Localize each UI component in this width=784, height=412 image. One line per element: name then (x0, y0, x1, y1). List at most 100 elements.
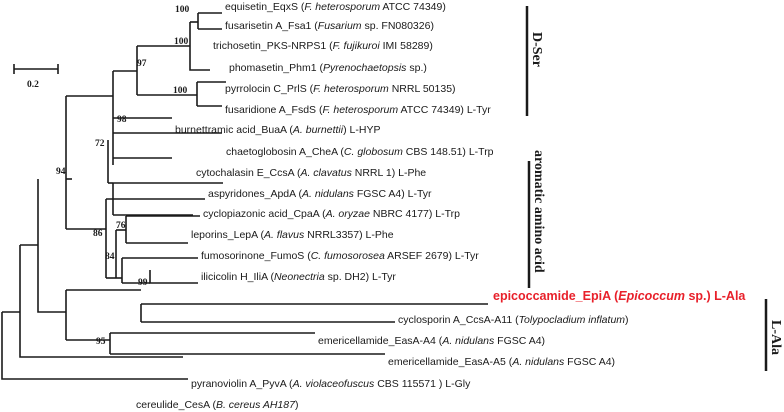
taxon-fusaridione-part-0: fusaridione A_FsdS ( (225, 104, 323, 116)
taxon-chaetoglobosin-part-0: chaetoglobosin A_CheA ( (226, 146, 344, 158)
bootstrap-b-chaeto-cyto: 72 (95, 139, 105, 149)
bootstrap-b-fumo-ilici: 99 (138, 278, 148, 288)
branch-ingroup-split (37, 179, 66, 313)
taxon-aspyridones-part-2: FGSC A4) L-Tyr (354, 188, 432, 200)
taxon-burnettramic-part-2: ) L-HYP (343, 124, 380, 136)
taxon-emericellamide-a5-part-2: FGSC A4) (564, 356, 615, 368)
taxon-label-trichosetin: trichosetin_PKS-NRPS1 (F. fujikuroi IMI … (213, 40, 433, 52)
taxon-cyclopiazonic-part-1: A. oryzae (325, 208, 371, 220)
taxon-cytochalasin-part-1: A. clavatus (299, 167, 352, 179)
bootstrap-b-with-fusaridione: 98 (117, 115, 127, 125)
taxon-label-fusaridione: fusaridione A_FsdS (F. heterosporum ATCC… (225, 104, 491, 116)
taxon-cyclopiazonic-part-2: NBRC 4177) L-Trp (370, 208, 460, 220)
taxon-cyclosporin-part-0: cyclosporin A_CcsA-A11 ( (398, 314, 519, 326)
taxon-cytochalasin-part-2: NRRL 1) L-Phe (352, 167, 426, 179)
taxon-pyranoviolin-part-0: pyranoviolin A_PyvA ( (191, 378, 293, 390)
taxon-burnettramic-part-1: A. burnettii (292, 124, 344, 136)
taxon-cereulide-part-2: ) (295, 399, 299, 411)
taxon-label-cyclopiazonic: cyclopiazonic acid_CpaA (A. oryzae NBRC … (203, 208, 460, 220)
taxon-leporins-part-0: leporins_LepA ( (191, 229, 264, 241)
branch-ilicicolin (149, 270, 198, 284)
taxon-trichosetin-part-0: trichosetin_PKS-NRPS1 ( (213, 40, 333, 52)
taxon-ilicicolin-part-2: sp. DH2) L-Tyr (325, 271, 397, 283)
branch-root (1, 312, 188, 380)
taxon-emericellamide-a4-part-1: A. nidulans (441, 335, 495, 347)
bootstrap-b-equisetin-fusarisetin: 100 (175, 5, 190, 15)
taxon-pyrrolocin-part-1: F. heterosporum (313, 83, 389, 95)
taxon-label-aspyridones: aspyridones_ApdA (A. nidulans FGSC A4) L… (208, 188, 432, 200)
taxon-ilicicolin-part-0: ilicicolin H_IliA ( (201, 271, 274, 283)
taxon-emericellamide-a4-part-0: emericellamide_EasA-A4 ( (318, 335, 443, 347)
bootstrap-b-lower-aromatic: 84 (105, 252, 115, 262)
bootstrap-b-with-trichosetin: 100 (174, 37, 189, 47)
taxon-label-cyclosporin: cyclosporin A_CcsA-A11 (Tolypocladium in… (398, 314, 629, 326)
tree-branches (1, 12, 488, 380)
taxon-cytochalasin-part-0: cytochalasin E_CcsA ( (196, 167, 301, 179)
taxon-emericellamide-a5-part-1: A. nidulans (511, 356, 565, 368)
taxon-ilicicolin-part-1: Neonectria (274, 271, 325, 283)
taxon-pyranoviolin-part-1: A. violaceofuscus (292, 378, 375, 390)
taxon-phomasetin-part-0: phomasetin_Phm1 ( (229, 62, 323, 74)
bootstrap-b-dser-core: 97 (137, 59, 147, 69)
taxon-label-chaetoglobosin: chaetoglobosin A_CheA (C. globosum CBS 1… (226, 146, 494, 158)
taxon-leporins-part-1: A. flavus (263, 229, 305, 241)
taxon-pyrrolocin-part-0: pyrrolocin C_PrlS ( (225, 83, 314, 95)
taxon-fumosorinone-part-1: C. fumosorosea (311, 250, 385, 262)
taxon-cereulide-part-1: B. cereus AH187 (216, 399, 296, 411)
taxon-cyclosporin-part-2: ) (625, 314, 629, 326)
branch-main-split (19, 245, 183, 358)
scale-bar-label: 0.2 (27, 80, 39, 90)
taxon-trichosetin-part-2: IMI 58289) (380, 40, 433, 52)
taxon-fusaridione-part-2: ATCC 74349) L-Tyr (398, 104, 491, 116)
taxa-labels: equisetin_EqxS (F. heterosporum ATCC 743… (136, 1, 746, 411)
taxon-label-emericellamide-a5: emericellamide_EasA-A5 (A. nidulans FGSC… (388, 356, 615, 368)
bootstrap-b-phomasetin-pyrrolocin: 100 (173, 86, 188, 96)
taxon-label-burnettramic: burnettramic acid_BuaA (A. burnettii) L-… (175, 124, 380, 136)
taxon-pyranoviolin-part-2: CBS 115571 ) L-Gly (374, 378, 471, 390)
bootstrap-b-l-ala: 95 (96, 337, 106, 347)
taxon-burnettramic-part-0: burnettramic acid_BuaA ( (175, 124, 293, 136)
taxon-epicoccamide-part-0: epicoccamide_EpiA ( (493, 289, 619, 303)
taxon-label-equisetin: equisetin_EqxS (F. heterosporum ATCC 743… (225, 1, 446, 13)
bootstrap-values: 100 100 100 97 98 72 94 76 99 84 86 95 (56, 5, 190, 347)
taxon-label-fusarisetin: fusarisetin A_Fsa1 (Fusarium sp. FN08032… (225, 20, 434, 32)
taxon-emericellamide-a5-part-0: emericellamide_EasA-A5 ( (388, 356, 513, 368)
taxon-phomasetin-part-1: Pyrenochaetopsis (323, 62, 407, 74)
taxon-phomasetin-part-2: sp.) (406, 62, 426, 74)
taxon-trichosetin-part-1: F. fujikuroi (333, 40, 381, 52)
taxon-leporins-part-2: NRRL3357) L-Phe (304, 229, 393, 241)
bootstrap-b-aspyridones-group: 86 (93, 229, 103, 239)
taxon-label-ilicicolin: ilicicolin H_IliA (Neonectria sp. DH2) L… (201, 271, 396, 283)
taxon-label-phomasetin: phomasetin_Phm1 (Pyrenochaetopsis sp.) (229, 62, 427, 74)
bootstrap-b-cyclopiazonic-leporins: 76 (116, 221, 126, 231)
taxon-aspyridones-part-1: A. nidulans (301, 188, 355, 200)
taxon-fusaridione-part-1: F. heterosporum (322, 104, 398, 116)
group-brackets: D-Ser aromatic amino acid L-Ala (525, 6, 783, 371)
taxon-label-leporins: leporins_LepA (A. flavus NRRL3357) L-Phe (191, 229, 394, 241)
taxon-chaetoglobosin-part-2: CBS 148.51) L-Trp (403, 146, 494, 158)
l-ala-label: L-Ala (768, 320, 783, 355)
taxon-chaetoglobosin-part-1: C. globosum (344, 146, 403, 158)
branch-trichosetin-clade (189, 22, 210, 71)
taxon-label-epicoccamide: epicoccamide_EpiA (Epicoccum sp.) L-Ala (493, 289, 746, 303)
d-ser-label: D-Ser (529, 32, 544, 67)
taxon-equisetin-part-2: ATCC 74349) (380, 1, 446, 13)
taxon-fumosorinone-part-0: fumosorinone_FumoS ( (201, 250, 311, 262)
taxon-label-pyrrolocin: pyrrolocin C_PrlS (F. heterosporum NRRL … (225, 83, 456, 95)
taxon-label-pyranoviolin: pyranoviolin A_PyvA (A. violaceofuscus C… (191, 378, 471, 390)
taxon-fusarisetin-part-0: fusarisetin A_Fsa1 ( (225, 20, 318, 32)
taxon-label-fumosorinone: fumosorinone_FumoS (C. fumosorosea ARSEF… (201, 250, 479, 262)
aromatic-label: aromatic amino acid (531, 150, 546, 273)
bootstrap-b-aromatic: 94 (56, 167, 66, 177)
taxon-label-cytochalasin: cytochalasin E_CcsA (A. clavatus NRRL 1)… (196, 167, 426, 179)
taxon-emericellamide-a4-part-2: FGSC A4) (494, 335, 545, 347)
taxon-cyclosporin-part-1: Tolypocladium inflatum (519, 314, 626, 326)
taxon-epicoccamide-part-1: Epicoccum (618, 289, 685, 303)
taxon-epicoccamide-part-2: sp.) L-Ala (685, 289, 746, 303)
taxon-equisetin-part-1: F. heterosporum (304, 1, 380, 13)
taxon-fusarisetin-part-2: sp. FN080326) (362, 20, 434, 32)
taxon-fusarisetin-part-1: Fusarium (318, 20, 362, 32)
taxon-equisetin-part-0: equisetin_EqxS ( (225, 1, 305, 13)
